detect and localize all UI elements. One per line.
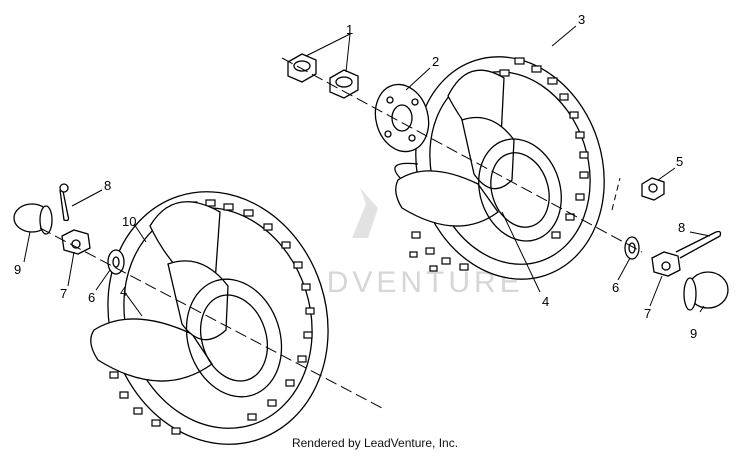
right-axle-line: [281, 57, 643, 253]
callout-3: 3: [578, 12, 585, 27]
washer-right: [624, 236, 640, 260]
callout-2: 2: [432, 54, 439, 69]
cotter-pin-right: [675, 230, 722, 259]
lug-nuts: [287, 53, 359, 99]
callout-5: 5: [676, 154, 683, 169]
callout-6-left: 6: [88, 290, 95, 305]
washer-left: [107, 249, 125, 275]
footer-credit: Rendered by LeadVenture, Inc.: [291, 436, 459, 450]
right-rim: [478, 138, 562, 242]
callout-7-left: 7: [60, 286, 67, 301]
right-wheel-assembly: [394, 56, 605, 280]
right-hardware: [624, 177, 729, 311]
hub-plate: [374, 83, 430, 153]
callout-8-left: 8: [104, 178, 111, 193]
cotter-pin-left: [59, 183, 70, 222]
callout-1: 1: [346, 22, 353, 37]
callout-10: 10: [122, 214, 136, 229]
left-tire-cutaway: [90, 201, 229, 382]
left-rim: [185, 278, 283, 398]
callout-7-right: 7: [644, 306, 651, 321]
callout-9-right: 9: [690, 326, 697, 341]
hub-cap-left: [13, 203, 53, 235]
right-tire-cutaway: [395, 69, 515, 227]
leader-lines: [23, 25, 711, 317]
hub-cap-right: [683, 271, 729, 311]
callout-4-right: 4: [542, 294, 549, 309]
left-wheel-assembly: [90, 191, 329, 445]
callout-8-right: 8: [678, 220, 685, 235]
callout-9-left: 9: [14, 262, 21, 277]
left-hardware: [13, 183, 125, 275]
left-axle-line: [39, 227, 383, 409]
callouts: 1 2 3 4 5 6 7 8 9 8 9 7 6 10 4: [14, 12, 697, 341]
callout-6-right: 6: [612, 280, 619, 295]
castle-nut-left: [61, 229, 91, 255]
nut-5: [641, 177, 665, 201]
castle-nut-right: [651, 251, 681, 277]
callout-4-left: 4: [120, 284, 127, 299]
